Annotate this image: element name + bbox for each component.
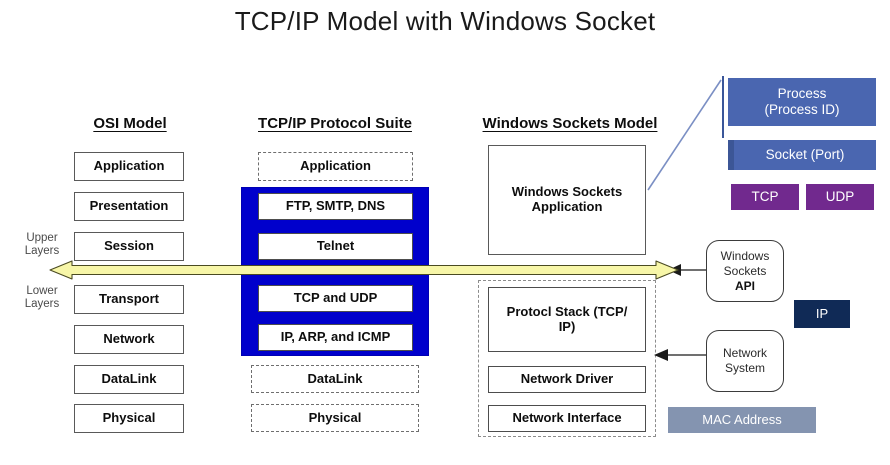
callout-udp[interactable]: UDP: [806, 184, 874, 210]
label-upper-layers: Upper Layers: [14, 232, 70, 258]
winsock-protocol-stack-line1: Protocl Stack (TCP/: [506, 303, 628, 319]
winsock-protocol-stack-line2: IP): [558, 318, 576, 334]
tcpip-layer-physical[interactable]: Physical: [251, 404, 419, 432]
osi-layer-physical[interactable]: Physical: [74, 404, 184, 433]
callout-process-line2: (Process ID): [764, 102, 840, 117]
socket-accent-bar: [728, 140, 734, 170]
label-lower-layers-line2: Layers: [24, 298, 60, 311]
tcpip-layer-telnet[interactable]: Telnet: [258, 233, 413, 260]
node-network-system-line2: System: [724, 361, 765, 375]
node-winsock-api-line3: API: [734, 278, 755, 293]
node-winsock-api-line1: Windows: [720, 248, 770, 263]
node-winsock-api-line2: Sockets: [723, 263, 767, 278]
tcpip-layer-ftp-smtp-dns[interactable]: FTP, SMTP, DNS: [258, 193, 413, 220]
network-system-arrowhead: [654, 349, 668, 361]
tcpip-layer-datalink[interactable]: DataLink: [251, 365, 419, 393]
winsock-network-driver-box[interactable]: Network Driver: [488, 366, 646, 393]
osi-layer-network[interactable]: Network: [74, 325, 184, 354]
osi-layer-transport[interactable]: Transport: [74, 285, 184, 314]
tcpip-layer-application[interactable]: Application: [258, 152, 413, 181]
label-lower-layers: Lower Layers: [14, 285, 70, 311]
osi-layer-datalink[interactable]: DataLink: [74, 365, 184, 394]
column-header-osi: OSI Model: [93, 115, 167, 132]
tcpip-layer-ip-arp-icmp[interactable]: IP, ARP, and ICMP: [258, 324, 413, 351]
callout-process-line1: Process: [777, 85, 827, 101]
label-lower-layers-line1: Lower: [26, 285, 58, 297]
column-header-winsock: Windows Sockets Model: [482, 115, 658, 132]
callout-socket-port[interactable]: Socket (Port): [734, 140, 876, 170]
callout-tcp[interactable]: TCP: [731, 184, 799, 210]
label-upper-layers-line2: Layers: [24, 245, 60, 258]
osi-layer-presentation[interactable]: Presentation: [74, 192, 184, 221]
diagonal-connector-line: [647, 79, 722, 191]
winsock-network-interface-box[interactable]: Network Interface: [488, 405, 646, 432]
label-upper-layers-line1: Upper: [26, 232, 58, 244]
process-accent-bar: [722, 76, 724, 138]
page-title: TCP/IP Model with Windows Socket: [234, 6, 656, 36]
node-network-system-line1: Network: [722, 346, 767, 360]
winsock-application-line1: Windows Sockets: [511, 184, 623, 200]
tcpip-layer-tcp-udp[interactable]: TCP and UDP: [258, 285, 413, 312]
osi-layer-application[interactable]: Application: [74, 152, 184, 181]
winsock-protocol-stack-box[interactable]: Protocl Stack (TCP/ IP): [488, 287, 646, 352]
node-network-system[interactable]: Network System: [706, 330, 784, 392]
winsock-application-box[interactable]: Windows Sockets Application: [488, 145, 646, 255]
node-windows-sockets-api[interactable]: Windows Sockets API: [706, 240, 784, 302]
callout-ip[interactable]: IP: [794, 300, 850, 328]
column-header-tcpip: TCP/IP Protocol Suite: [258, 115, 412, 132]
callout-process[interactable]: Process (Process ID): [728, 78, 876, 126]
winsock-application-line2: Application: [531, 199, 603, 214]
osi-layer-session[interactable]: Session: [74, 232, 184, 261]
callout-mac-address[interactable]: MAC Address: [668, 407, 816, 433]
api-connector-arrowhead: [668, 264, 681, 276]
